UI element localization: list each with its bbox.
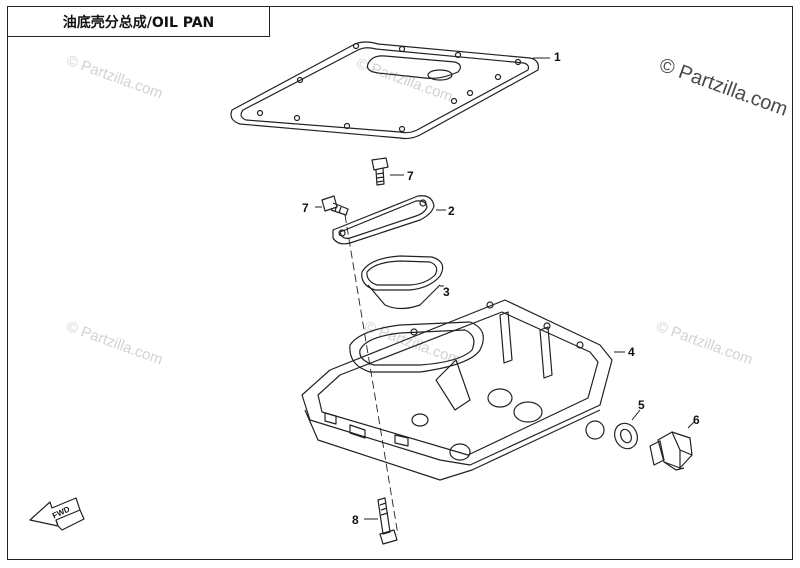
callout-1: 1: [554, 50, 561, 64]
bolt-part-7-left: [315, 195, 349, 216]
callout-2: 2: [448, 204, 455, 218]
callout-7-upper: 7: [407, 169, 414, 183]
diagram-title: 油底壳分总成/OIL PAN: [8, 7, 270, 37]
callout-8: 8: [352, 513, 359, 527]
callout-4: 4: [628, 345, 635, 359]
callout-5: 5: [638, 398, 645, 412]
bolt-part-8: [364, 497, 398, 545]
oil-pan-body-part-4: [301, 299, 625, 481]
oil-strainer-part-3: [361, 255, 444, 310]
bolt-part-7-upper: [371, 157, 404, 186]
gasket-part-1: [230, 41, 550, 140]
callout-6: 6: [693, 413, 700, 427]
washer-part-5: [614, 409, 641, 450]
callout-3: 3: [443, 285, 450, 299]
forward-arrow-icon: [29, 497, 85, 531]
callout-7-left: 7: [302, 201, 309, 215]
diagram-frame: 油底壳分总成/OIL PAN: [7, 6, 793, 560]
strainer-gasket-part-2: [332, 195, 446, 245]
drain-plug-part-6: [649, 421, 695, 471]
